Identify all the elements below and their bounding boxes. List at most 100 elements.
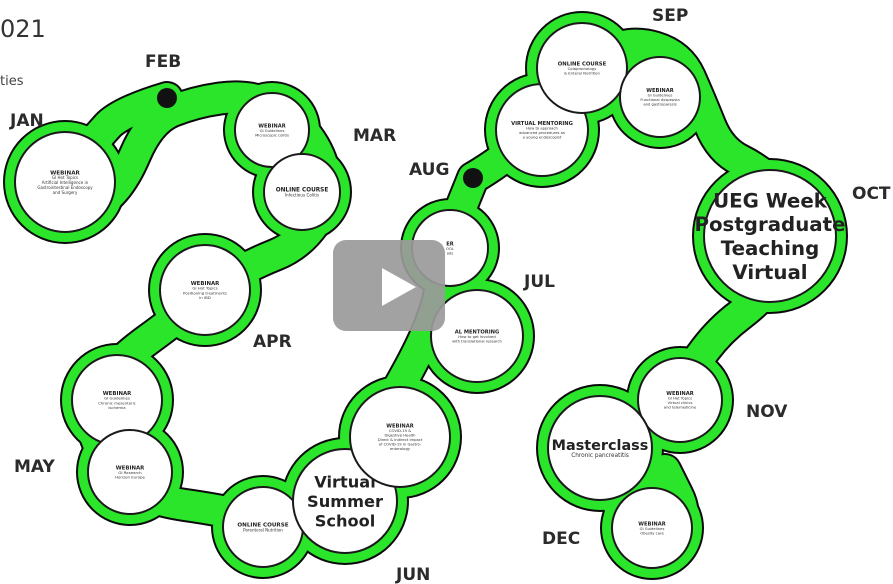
event-type-label: Masterclass (552, 438, 649, 454)
month-label-jul: JUL (523, 272, 555, 292)
event-description-line: Positioning treatments (183, 290, 227, 295)
event-description-line: Virtual (732, 261, 807, 284)
event-description-line: Microscopic colitis (255, 133, 289, 137)
event-type-label: WEBINAR (646, 88, 673, 94)
event-description-line: and gastroparesis (643, 103, 676, 107)
month-label-aug: AUG (409, 160, 449, 180)
event-bubble-circle[interactable] (14, 131, 116, 233)
event-description-line: ischemia (108, 405, 126, 410)
event-description-line: with translational research (452, 339, 502, 343)
event-description-line: Parenteral Nutrition (243, 528, 283, 533)
event-description-line: Digestive Health (385, 434, 417, 438)
play-icon[interactable] (382, 268, 416, 306)
event-description-line: & Enteral Nutrition (564, 71, 600, 76)
event-description-line: and telemedicine (664, 406, 697, 410)
event-type-label: WEBINAR (191, 281, 220, 287)
event-description-line: How to get involved (458, 335, 496, 339)
month-label-feb: FEB (145, 52, 181, 72)
video-play-button[interactable] (333, 240, 445, 331)
event-description-line: advanced procedures as (519, 131, 565, 135)
event-bubble-circle[interactable] (611, 487, 693, 569)
event-type-label: WEBINAR (103, 391, 132, 397)
event-type-label: ONLINE COURSE (558, 61, 607, 67)
event-description-line: OOL (446, 247, 455, 251)
event-description-line: GI Guidelines (640, 527, 665, 531)
event-description-line: Chronic pancreatitis (571, 453, 629, 459)
event-bubble-circle[interactable] (87, 429, 173, 515)
month-label-sep: SEP (652, 6, 688, 26)
event-bubble-circle[interactable] (703, 169, 837, 303)
event-bubble-circle[interactable] (547, 395, 653, 501)
event-description-line: UEG Week (713, 189, 828, 212)
event-type-label: ONLINE COURSE (237, 523, 288, 529)
month-label-may: MAY (14, 457, 55, 477)
event-type-label: WEBINAR (258, 123, 285, 129)
event-description-line: GI Guidelines (648, 94, 673, 98)
event-bubble-circle[interactable] (536, 22, 628, 114)
event-description-line: enterology (390, 447, 411, 451)
month-label-dec: DEC (542, 529, 580, 549)
event-description-line: and Surgery (53, 190, 78, 195)
event-bubble-circle[interactable] (263, 153, 341, 231)
event-bubble-circle[interactable] (619, 56, 701, 138)
event-type-label: WEBINAR (50, 170, 80, 176)
month-label-apr: APR (253, 332, 292, 352)
event-type-label: WEBINAR (638, 521, 665, 527)
page-title-fragment: 021 (0, 15, 46, 43)
event-description-line: How to approach (526, 127, 558, 131)
event-description-line: a young endoscopist (523, 136, 562, 140)
event-bubble-circle[interactable] (637, 357, 723, 443)
month-label-nov: NOV (746, 402, 788, 422)
event-description-line: Artificial Intelligence in (42, 180, 89, 185)
event-description-line: Gastrointestinal Endoscopy (37, 185, 93, 190)
event-description-line: COVID-19 & (389, 429, 411, 433)
event-description-line: Postgraduate (694, 213, 845, 236)
month-label-oct: OCT (852, 184, 891, 204)
event-description-line: GI Guidelines (104, 396, 130, 401)
event-description-line: Teaching (721, 237, 819, 260)
event-type-label: WEBINAR (116, 465, 145, 471)
event-description-line: Horizon Europe (115, 475, 145, 480)
event-description-line: Summer (307, 492, 383, 511)
month-label-jun: JUN (395, 565, 430, 584)
event-description-line: GI Guidelines (260, 129, 285, 133)
event-description-line: of COVID-19 in Gastro- (379, 443, 422, 447)
event-description-line: Direct & indirect impact (378, 438, 423, 442)
start-dot-icon (157, 88, 177, 108)
month-label-jan: JAN (9, 111, 44, 131)
event-bubble-circle[interactable] (430, 289, 524, 383)
event-bubble-circle[interactable] (159, 244, 251, 336)
event-description-line: School (315, 511, 376, 530)
event-description-line: Coloproctology (568, 66, 597, 71)
event-description-line: GI Hot Topics (668, 397, 692, 401)
start-dot-icon (463, 168, 483, 188)
event-bubble-circle[interactable] (349, 386, 451, 488)
event-description-line: Functional dyspepsia (640, 98, 679, 102)
event-bubble-circle[interactable] (234, 92, 310, 168)
event-description-line: GI Hot Topics (52, 175, 78, 180)
event-type-label: WEBINAR (666, 391, 693, 397)
event-description-line: Virtual clinics (668, 401, 693, 405)
event-type-label: ER (446, 241, 454, 247)
event-description-line: ods (447, 251, 454, 255)
event-description-line: Virtual (314, 472, 376, 491)
event-type-label: ONLINE COURSE (276, 188, 329, 194)
event-description-line: GI Hot Topics (192, 286, 217, 291)
event-type-label: WEBINAR (386, 424, 413, 430)
